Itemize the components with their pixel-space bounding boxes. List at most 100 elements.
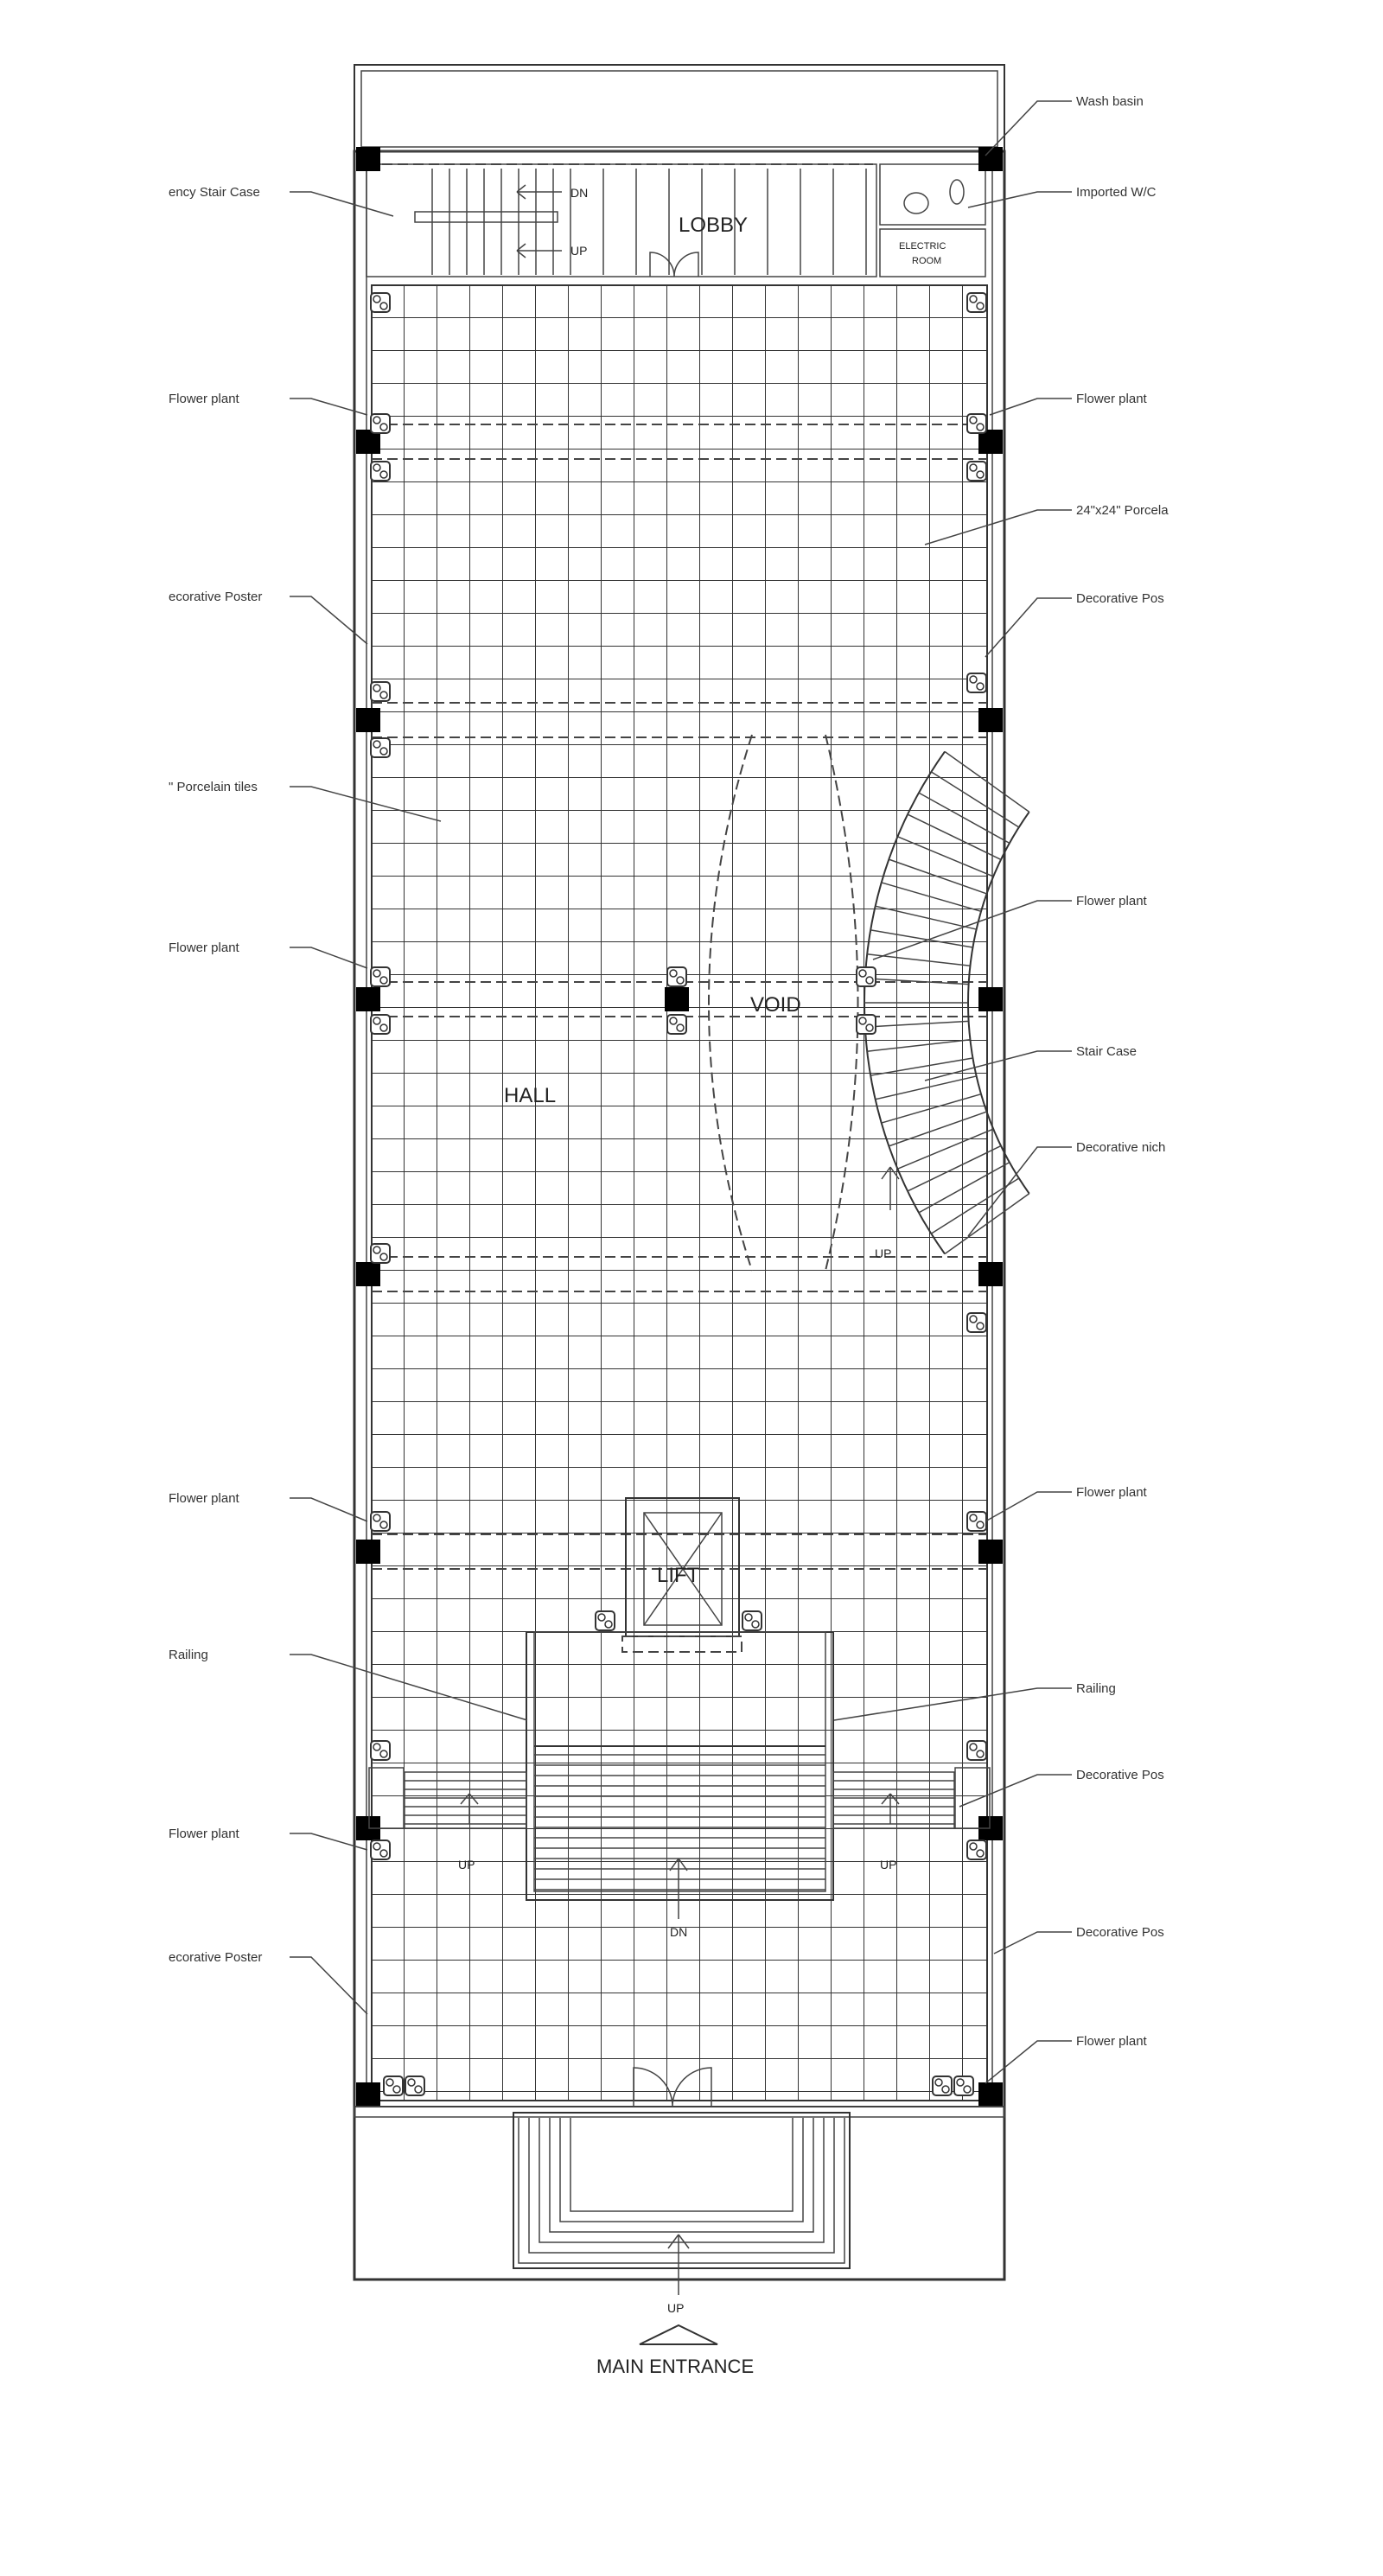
leader-line [290,1654,528,1721]
column [978,2082,1003,2107]
hall-label: HALL [504,1084,556,1107]
flower-plant-icon [370,1014,391,1035]
leader-line [290,947,368,969]
column [978,708,1003,732]
stair-tread [918,792,1010,845]
curved-staircase: UP [863,750,1030,1260]
arrow-icon [669,1858,688,1919]
electric-room [879,228,986,277]
entrance-step [559,2118,804,2222]
stair-tread [889,1111,987,1147]
annotation-label: ecorative Poster [169,590,262,604]
annotation-label: Decorative Pos [1076,1768,1164,1782]
stair-tread [881,1093,982,1124]
flower-plant-icon [370,1243,391,1264]
annotation-label: Flower plant [169,1491,240,1506]
wc-room [879,163,986,226]
flower-plant-icon [966,673,987,693]
flower-plant-icon [370,461,391,481]
leader-line [967,191,1072,208]
svg-text:UP: UP [667,2301,684,2315]
leader-line [833,1687,1072,1721]
dn-label: DN [570,186,588,200]
entrance-area: UP MAIN ENTRANCE [354,2067,1005,2377]
annotation-label: Decorative nich [1076,1140,1165,1155]
annotation-label: " Porcelain tiles [169,780,258,794]
stair-tread [875,905,977,930]
flower-plant-icon [595,1610,615,1631]
flower-plant-icon [370,966,391,987]
annotation-label: Wash basin [1076,94,1144,109]
stair-tread [864,1020,969,1028]
flower-plant-icon [742,1610,762,1631]
annotation-label: Flower plant [1076,894,1148,909]
column [978,1540,1003,1564]
leader-line [290,1956,368,2015]
flower-plant-icon [405,2075,425,2096]
flower-plant-icon [856,1014,876,1035]
top-terrace [354,64,1005,152]
leader-line [985,2040,1072,2084]
flower-plant-icon [370,1840,391,1860]
leader-line [290,596,368,645]
stair-tread [875,1075,977,1100]
wc-icon [903,192,929,214]
arrow-icon [516,184,562,200]
leader-line [993,1931,1072,1954]
lobby-door[interactable] [649,252,699,277]
void-label: VOID [750,993,801,1017]
entrance-step [539,2118,825,2243]
svg-text:UP: UP [875,1247,891,1260]
wash-basin-icon [949,179,965,205]
svg-text:UP: UP [880,1858,896,1871]
flower-plant-icon [966,413,987,434]
lobby-label: LOBBY [679,214,748,237]
up-label: UP [570,244,587,258]
arrow-icon [881,1166,900,1210]
flower-plant-icon [966,1312,987,1333]
annotation-label: Railing [1076,1681,1116,1696]
stair-tread [944,1193,1030,1255]
stair-tread [864,978,969,985]
stair-tread [907,813,1002,861]
stair-tread [889,858,987,895]
annotation-label: ency Stair Case [169,185,260,200]
column [356,1262,380,1286]
annotation-label: ecorative Poster [169,1950,262,1965]
annotation-label: Decorative Pos [1076,1925,1164,1940]
leader-line [985,597,1072,658]
lift-label: LIFT [657,1564,700,1587]
leader-line [290,1497,368,1522]
flower-plant-icon [370,737,391,758]
beam-lines [372,424,987,1570]
leader-line [924,1050,1072,1081]
column [356,1540,380,1564]
svg-text:ELECTRIC: ELECTRIC [899,241,946,252]
flower-plant-icon [383,2075,404,2096]
flower-plant-icon [370,1511,391,1532]
main-door[interactable] [633,2067,712,2107]
flower-plant-icon [932,2075,953,2096]
flower-plant-icon [370,292,391,313]
leader-line [967,1146,1072,1237]
annotation-label: Stair Case [1076,1044,1137,1059]
column [356,147,380,171]
flower-plant-icon [966,1740,987,1761]
arrow-icon [460,1793,479,1824]
annotation-label: Flower plant [1076,392,1148,406]
svg-text:UP: UP [458,1858,475,1871]
stair-tread [907,1145,1002,1192]
leader-line [985,100,1072,156]
stair-tread [930,1177,1020,1234]
leader-line [290,191,394,217]
annotation-label: Decorative Pos [1076,591,1164,606]
entrance-step [528,2118,835,2254]
leader-line [959,1774,1072,1808]
leader-line [290,1833,368,1851]
leader-line [985,1491,1072,1522]
column [356,708,380,732]
leader-line [989,398,1072,416]
annotation-label: Flower plant [1076,1485,1148,1500]
stair-tread [897,836,994,877]
